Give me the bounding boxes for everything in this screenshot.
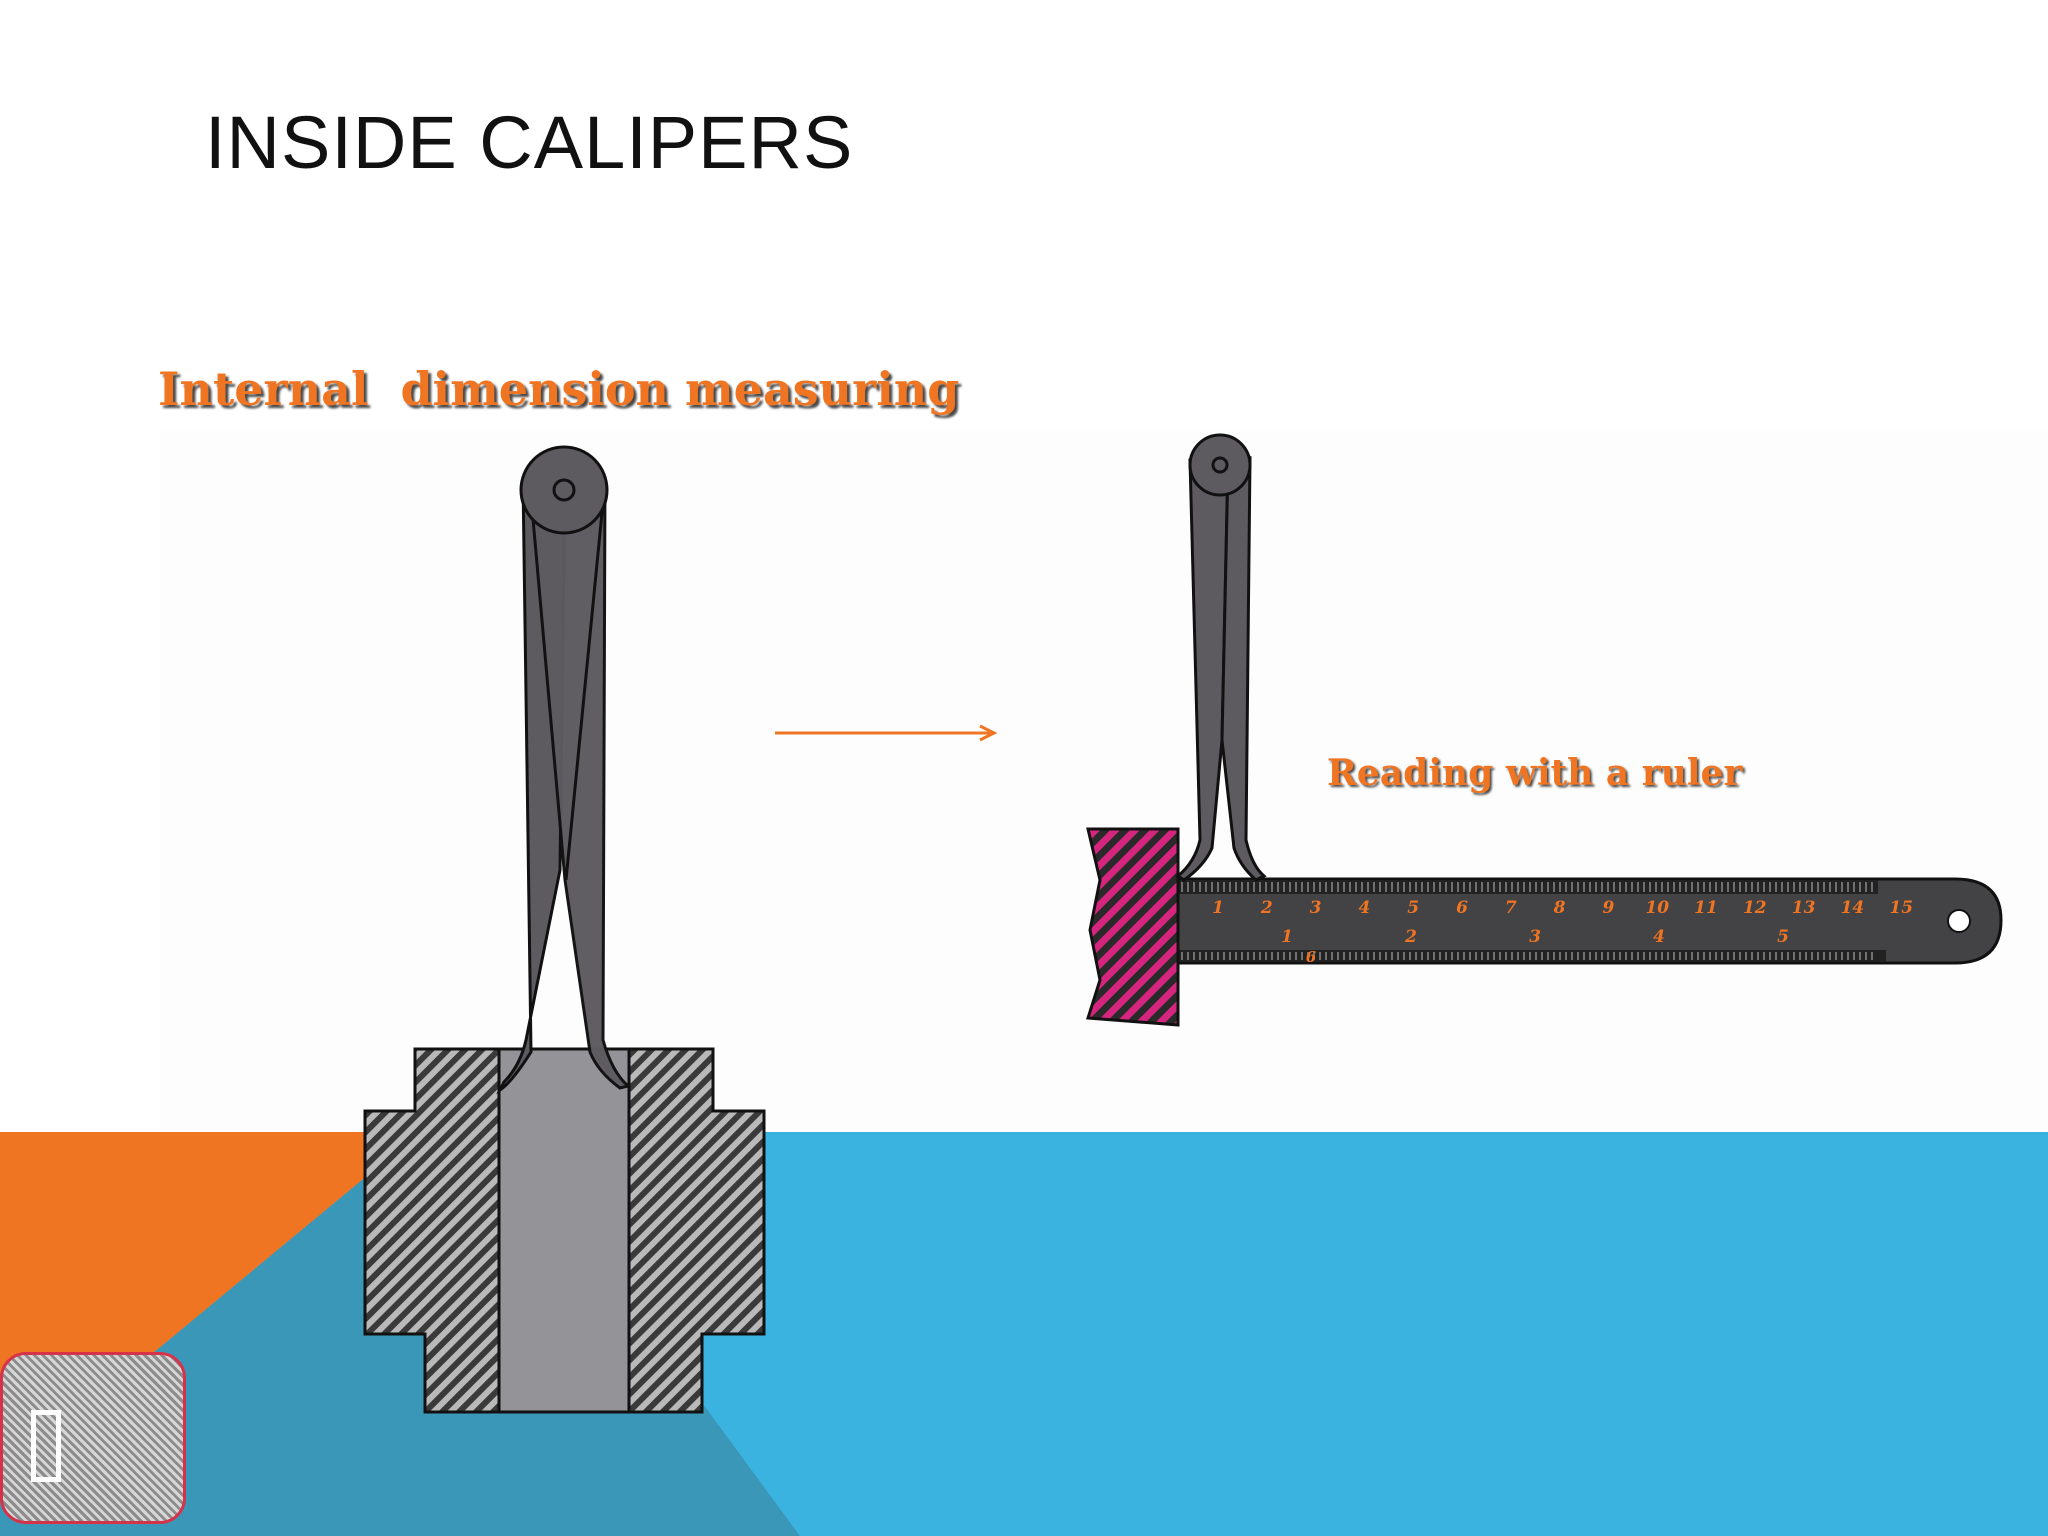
- ruler-upper-label: 14: [1841, 898, 1865, 918]
- ruler-upper-label: 6: [1456, 898, 1468, 918]
- ruler-reading-caption: Reading with a ruler: [1327, 752, 1743, 794]
- workpiece: [363, 1047, 766, 1414]
- reference-block: [1086, 827, 1180, 1027]
- ruler-upper-label: 9: [1602, 898, 1614, 918]
- ruler-upper-label: 5: [1407, 898, 1419, 918]
- slide-title: INSIDE CALIPERS: [205, 101, 854, 184]
- ruler-upper-label: 8: [1553, 898, 1566, 918]
- ruler-upper-label: 7: [1505, 898, 1517, 918]
- caliper-pivot-pin-small: [1211, 456, 1229, 474]
- internal-measuring-caption: Internal dimension measuring: [158, 362, 960, 416]
- illustration-backdrop: [160, 430, 2048, 1130]
- inside-caliper-left: [496, 445, 632, 1095]
- ruler-lower-label: 4: [1653, 927, 1665, 947]
- ruler-upper-label: 4: [1358, 898, 1370, 918]
- caliper-pivot-pin: [552, 478, 576, 502]
- ruler-upper-label: 10: [1645, 898, 1669, 918]
- workpiece-bore: [497, 1047, 631, 1414]
- ruler-end-mark: 6: [1306, 948, 1317, 966]
- ruler-hang-hole: [1947, 909, 1971, 933]
- ruler-upper-label: 2: [1260, 898, 1273, 918]
- ruler-lower-label: 2: [1404, 927, 1417, 947]
- badge-glyph: [31, 1410, 61, 1482]
- ruler-lower-label: 3: [1529, 927, 1541, 947]
- ruler-upper-label: 15: [1889, 898, 1913, 918]
- ruler-upper-label: 3: [1310, 898, 1322, 918]
- ruler-upper-label: 11: [1694, 898, 1718, 918]
- ruler-upper-label: 13: [1792, 898, 1816, 918]
- ruler-upper-label: 1: [1212, 898, 1224, 918]
- inside-caliper-right: [1175, 433, 1267, 882]
- right-arrow-icon: [775, 724, 998, 742]
- ruler-lower-label: 1: [1281, 927, 1293, 947]
- ruler-upper-label: 12: [1743, 898, 1767, 918]
- ruler-lower-label: 5: [1777, 927, 1789, 947]
- slide-number-badge-icon[interactable]: [0, 1352, 186, 1524]
